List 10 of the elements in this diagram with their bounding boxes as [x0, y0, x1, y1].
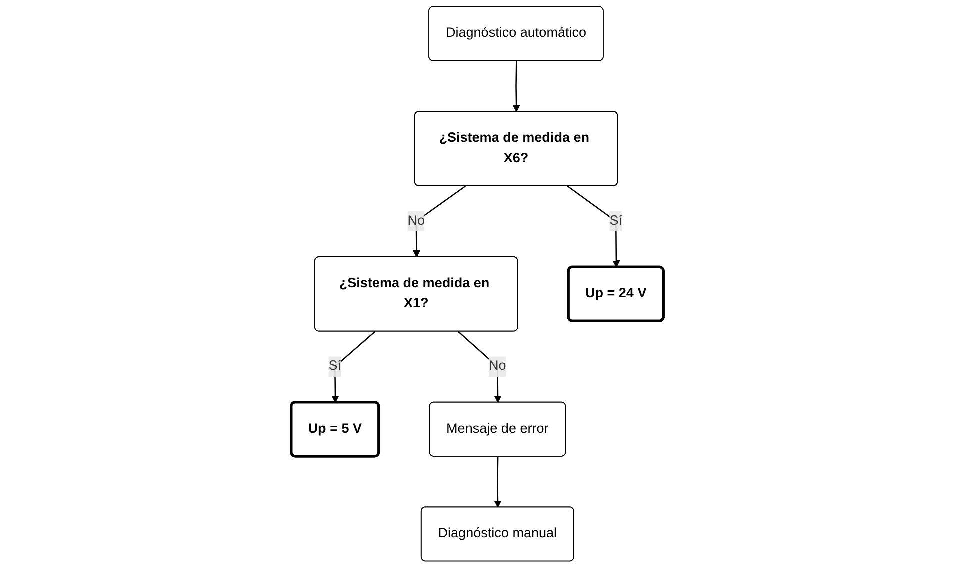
- arrow: [458, 331, 502, 404]
- arrow: [567, 186, 620, 268]
- edge-label: No: [408, 214, 426, 228]
- arrow: [494, 456, 502, 508]
- arrow: [413, 186, 466, 258]
- edge-label: No: [489, 359, 506, 374]
- arrow: [512, 61, 520, 112]
- arrow: [332, 331, 376, 404]
- edge-label: Sí: [610, 214, 622, 228]
- edge-label: Sí: [328, 359, 342, 374]
